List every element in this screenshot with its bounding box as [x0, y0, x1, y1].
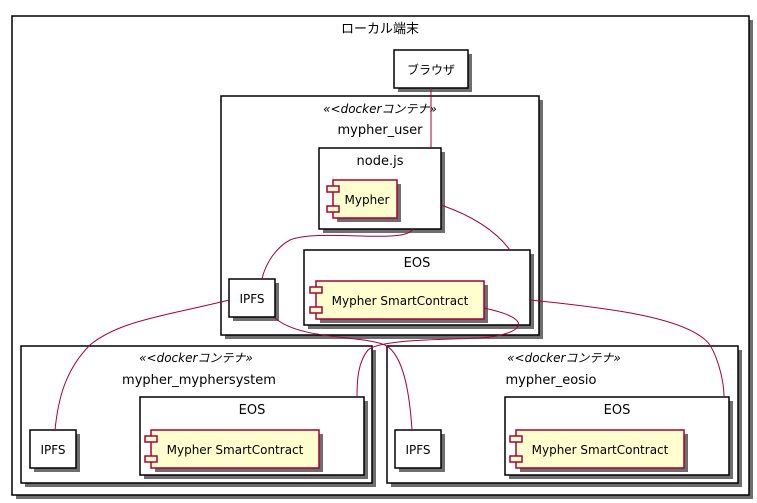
myphersystem-contract-component: Mypher SmartContract [144, 429, 323, 472]
eosio-eos-label: EOS [604, 403, 631, 418]
myphersystem-eos-node: EOS Mypher SmartContract [139, 396, 368, 479]
link-nodejs-user-eos [440, 204, 511, 251]
mypher-component: Mypher [326, 179, 401, 222]
user-contract-label: Mypher SmartContract [332, 294, 469, 308]
eosio-ipfs-label: IPFS [405, 443, 430, 457]
eosio-contract-component: Mypher SmartContract [509, 429, 688, 472]
browser-label: ブラウザ [407, 62, 455, 77]
link-user-contract-myphersystem-eos [356, 307, 519, 398]
myphersystem-contract-label: Mypher SmartContract [167, 443, 304, 457]
eosio-name: mypher_eosio [506, 373, 597, 388]
myphersystem-ipfs-node: IPFS [29, 429, 80, 472]
mypher-user-container: «<dockerコンテナ» mypher_user node.js Mypher… [220, 95, 543, 339]
eosio-eos-node: EOS Mypher SmartContract [504, 396, 733, 479]
user-ipfs-label: IPFS [239, 292, 264, 306]
link-user-ipfs-myphersystem-ipfs [54, 299, 230, 431]
nodejs-node: node.js Mypher [318, 147, 445, 233]
eosio-container: «<dockerコンテナ» mypher_eosio IPFS EOS Myph… [386, 345, 742, 487]
connections [54, 88, 725, 431]
user-eos-node: EOS Mypher SmartContract [303, 249, 534, 329]
eosio-stereotype: «<dockerコンテナ» [507, 351, 621, 365]
mypher-user-stereotype: «<dockerコンテナ» [323, 102, 437, 116]
eosio-contract-label: Mypher SmartContract [532, 443, 669, 457]
local-terminal-title: ローカル端末 [341, 22, 419, 37]
myphersystem-ipfs-label: IPFS [40, 443, 65, 457]
link-user-contract-eosio-eos [529, 299, 725, 398]
nodejs-label: node.js [357, 154, 404, 169]
user-contract-component: Mypher SmartContract [309, 280, 488, 323]
browser-node: ブラウザ [393, 49, 472, 92]
user-ipfs-node: IPFS [228, 278, 279, 321]
mypher-user-name: mypher_user [337, 123, 423, 138]
myphersystem-name: mypher_myphersystem [122, 373, 276, 388]
user-eos-label: EOS [404, 256, 431, 271]
link-user-ipfs-eosio-ipfs [274, 317, 413, 431]
myphersystem-eos-label: EOS [239, 403, 266, 418]
myphersystem-container: «<dockerコンテナ» mypher_myphersystem IPFS E… [20, 345, 376, 487]
mypher-label: Mypher [345, 193, 390, 207]
eosio-ipfs-node: IPFS [394, 429, 445, 472]
link-nodejs-user-ipfs [261, 228, 414, 280]
myphersystem-stereotype: «<dockerコンテナ» [139, 351, 253, 365]
